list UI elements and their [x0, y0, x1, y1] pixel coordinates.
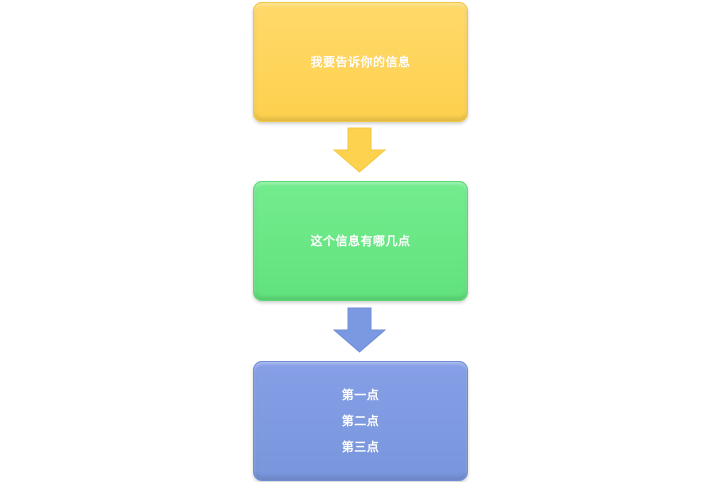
step-1-label: 我要告诉你的信息: [310, 55, 411, 69]
step-box-2: 这个信息有哪几点: [253, 181, 468, 301]
step-box-3: 第一点 第二点 第三点: [253, 361, 468, 481]
down-arrow-icon: [333, 307, 386, 353]
down-arrow-shape: [333, 127, 386, 173]
point-3-label: 第三点: [341, 440, 380, 454]
step-box-1: 我要告诉你的信息: [253, 2, 468, 122]
down-arrow-shape: [333, 307, 386, 353]
point-2-label: 第二点: [341, 414, 380, 428]
step-2-label: 这个信息有哪几点: [310, 234, 411, 248]
down-arrow-icon: [333, 127, 386, 173]
point-1-label: 第一点: [341, 388, 380, 402]
